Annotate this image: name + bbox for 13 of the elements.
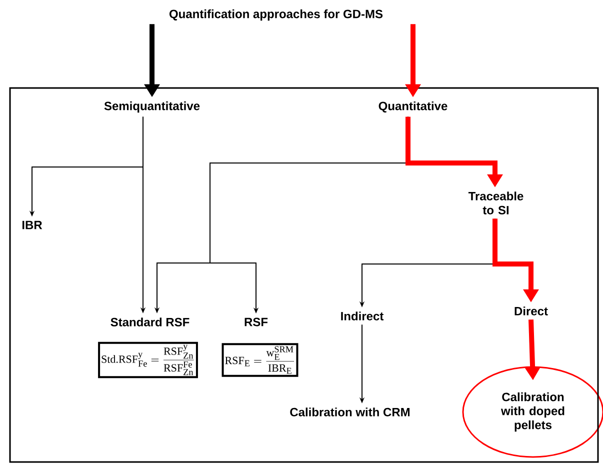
formula-box: $Std.RSF_{Fe}^{y}=\frac{RSF_{Zn}^{y}}{RSF_{Zn}^{Fe}}$ — [98, 342, 198, 378]
text-label: Direct — [514, 306, 548, 316]
text-label: Calibration with CRM — [290, 408, 410, 416]
text-label: RSF — [244, 318, 268, 326]
text-label: Quantitative — [378, 101, 448, 113]
title: Quantification approaches for GD-MS — [169, 9, 383, 21]
text-label: Traceable to SI — [468, 192, 524, 214]
text-label: Indirect — [341, 312, 384, 320]
text-label: Standard RSF — [110, 318, 190, 326]
text-label: IBR — [22, 220, 42, 230]
formula-box: $RSF_{E}=\frac{w_{E}^{SRM}}{IBR_{E}}$ — [222, 343, 298, 377]
frame-box — [9, 87, 599, 463]
text-label: Semiquantitative — [104, 101, 200, 113]
